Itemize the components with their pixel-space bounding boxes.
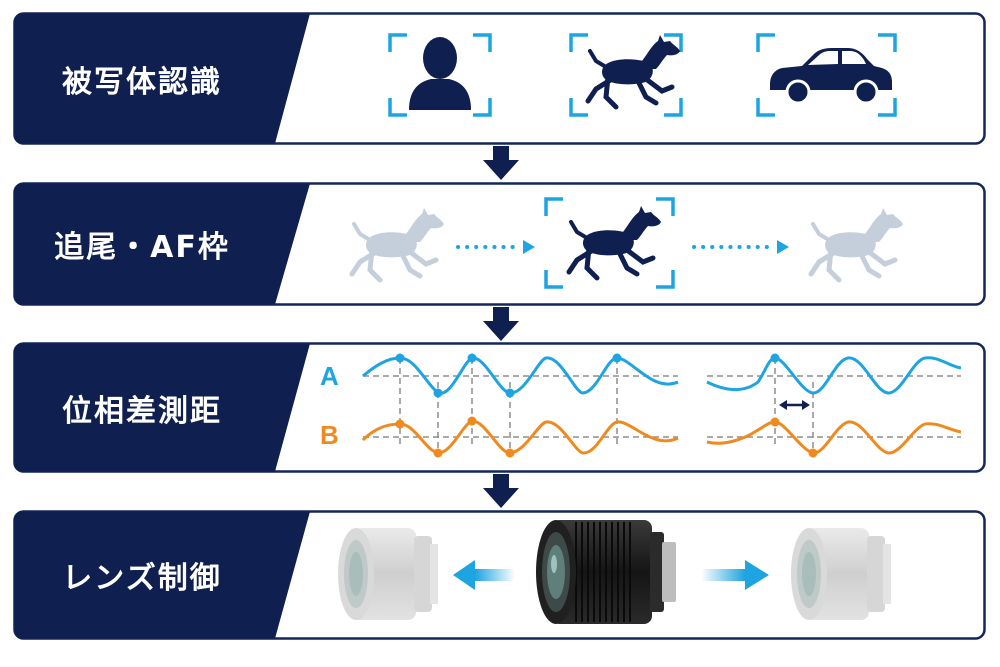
reference-lines xyxy=(363,358,961,452)
lens-control-icons xyxy=(338,520,891,624)
focus-frame xyxy=(569,33,683,117)
lens-ghost-icon xyxy=(791,528,891,620)
recognition-icons xyxy=(388,33,897,117)
step-label: レンズ制御 xyxy=(62,561,222,596)
lens-icon xyxy=(536,520,676,624)
phase-shift-arrow-icon xyxy=(779,400,810,410)
step-phase-detection: 位相差測距 A B xyxy=(13,342,986,473)
shift-peak-a xyxy=(770,353,780,363)
dog-icon xyxy=(566,206,661,281)
car-icon xyxy=(770,48,892,105)
dotted-arrow-icon xyxy=(456,240,535,254)
tracking-icons xyxy=(349,197,903,289)
step-panel xyxy=(13,182,986,306)
move-left-arrow-icon xyxy=(453,560,515,590)
step-label: 追尾・AF枠 xyxy=(54,230,230,265)
phase-waveforms xyxy=(361,353,962,458)
dog-ghost-icon xyxy=(808,208,903,283)
step-lens-control: レンズ制御 xyxy=(13,510,986,640)
step-label: 被写体認識 xyxy=(62,64,222,100)
car-target xyxy=(756,33,897,117)
move-right-arrow-icon xyxy=(701,560,769,590)
flow-arrow-icon xyxy=(483,146,519,180)
person-target xyxy=(388,33,492,117)
step-subject-recognition: 被写体認識 xyxy=(13,12,986,145)
signal-a-wave xyxy=(362,356,679,395)
step-panel xyxy=(13,12,986,145)
dotted-arrow-icon xyxy=(692,240,789,254)
shift-peak-b xyxy=(770,417,780,427)
focus-frame xyxy=(756,33,897,117)
flow-arrow-icon xyxy=(483,474,519,508)
signal-b-peaks xyxy=(395,416,515,458)
focus-frame xyxy=(544,197,675,289)
shift-trough-b xyxy=(808,448,818,458)
dog-ghost-icon xyxy=(349,208,444,283)
signal-a-wave-shifted xyxy=(706,356,962,395)
signal-b-wave-shifted xyxy=(706,420,962,455)
signal-a-peaks xyxy=(395,353,622,398)
step-label: 位相差測距 xyxy=(62,393,222,429)
lens-ghost-icon xyxy=(338,528,438,620)
person-icon xyxy=(409,37,471,110)
dog-icon xyxy=(585,35,680,110)
focus-frame xyxy=(388,33,492,117)
step-tracking-af-frame: 追尾・AF枠 xyxy=(13,182,986,306)
dog-target xyxy=(569,33,683,117)
signal-b-wave xyxy=(361,419,679,455)
signal-b-label: B xyxy=(320,420,339,450)
flow-arrow-icon xyxy=(483,307,519,341)
signal-a-label: A xyxy=(320,361,339,391)
